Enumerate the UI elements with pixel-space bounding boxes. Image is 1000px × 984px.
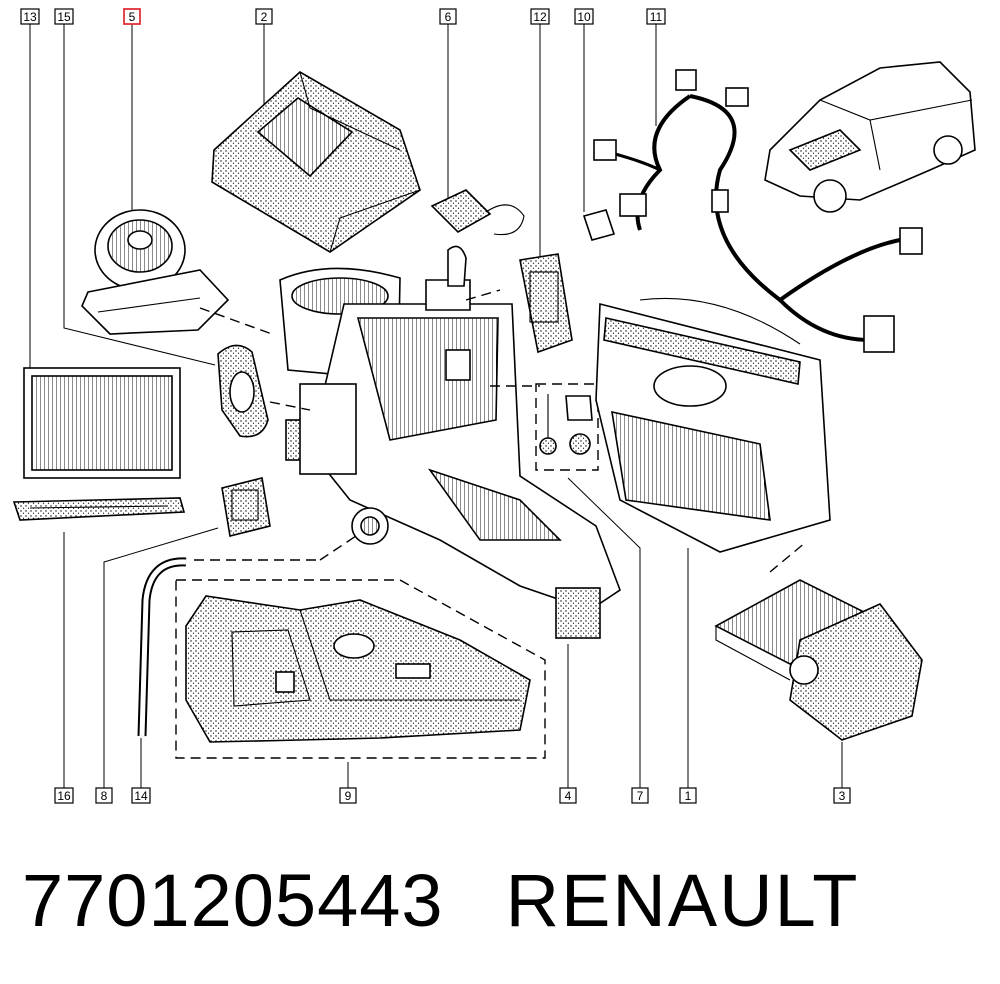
callout-c9: 9	[339, 787, 357, 804]
distribution-box-part-1	[595, 297, 831, 553]
cabin-filter-part-13	[23, 367, 181, 479]
vehicle-illustration	[764, 61, 976, 213]
callout-c7: 7	[631, 787, 649, 804]
callout-label: 3	[839, 789, 846, 803]
callout-box	[54, 8, 74, 25]
callout-c11: 11	[646, 8, 666, 25]
wiring-harness-part-11	[593, 69, 923, 353]
callout-c6: 6	[439, 8, 457, 25]
gasket-part-15	[217, 344, 269, 438]
callout-label: 8	[101, 789, 108, 803]
callout-box	[339, 787, 357, 804]
brand-name: RENAULT	[505, 859, 860, 942]
footer-caption: 7701205443 RENAULT	[22, 858, 982, 948]
callout-c12: 12	[530, 8, 550, 25]
callout-label: 9	[345, 789, 352, 803]
callout-c8: 8	[95, 787, 113, 804]
callout-box	[123, 8, 141, 25]
part-number: 7701205443	[22, 859, 444, 942]
sensors-group-part-7	[535, 383, 599, 471]
drain-hose-part-14	[137, 557, 187, 737]
callout-label: 4	[565, 789, 572, 803]
callout-label: 5	[129, 10, 136, 24]
control-module-part-12	[519, 253, 573, 354]
callout-c14: 14	[131, 787, 151, 804]
callout-label: 11	[650, 10, 663, 24]
lower-housing-part-9	[175, 579, 546, 759]
callout-c10: 10	[574, 8, 594, 25]
air-intake-housing-part-2	[211, 71, 421, 253]
callout-label: 2	[261, 10, 268, 24]
callout-box	[833, 787, 851, 804]
blower-resistor-part-6	[430, 189, 525, 236]
callout-box	[54, 787, 74, 804]
callout-c16: 16	[54, 787, 74, 804]
blower-motor-part-5	[81, 209, 230, 335]
callout-c3: 3	[833, 787, 851, 804]
heater-box-assembly	[279, 245, 621, 639]
callout-c4: 4	[559, 787, 577, 804]
callout-box	[20, 8, 40, 25]
callout-c5: 5	[123, 8, 141, 25]
callout-label: 16	[57, 789, 71, 803]
callout-c15: 15	[54, 8, 74, 25]
actuator-part-8	[221, 477, 271, 537]
callout-label: 7	[637, 789, 644, 803]
connector-part-10	[582, 209, 616, 241]
assembly-arrows	[199, 289, 807, 573]
callout-box	[439, 8, 457, 25]
filter-cover-part-16	[12, 497, 186, 521]
callout-label: 1	[685, 789, 692, 803]
exploded-parts-diagram: 13 15 5 2 6 12 10 11 16 8 14 9	[12, 8, 976, 804]
callout-box	[255, 8, 273, 25]
callout-c2: 2	[255, 8, 273, 25]
callout-label: 13	[23, 10, 37, 24]
callout-box	[95, 787, 113, 804]
callout-label: 14	[134, 789, 148, 803]
callout-label: 10	[577, 10, 591, 24]
callout-box	[574, 8, 594, 25]
callout-label: 15	[57, 10, 71, 24]
callout-c13: 13	[20, 8, 40, 25]
callout-c1: 1	[679, 787, 697, 804]
callout-label: 12	[533, 10, 547, 24]
leader-lines	[29, 24, 843, 788]
callout-box	[679, 787, 697, 804]
callout-box	[131, 787, 151, 804]
callout-label: 6	[445, 10, 452, 24]
callout-box	[559, 787, 577, 804]
callout-box	[646, 8, 666, 25]
callout-box	[631, 787, 649, 804]
callout-box	[530, 8, 550, 25]
heater-core-part-3	[714, 579, 923, 741]
